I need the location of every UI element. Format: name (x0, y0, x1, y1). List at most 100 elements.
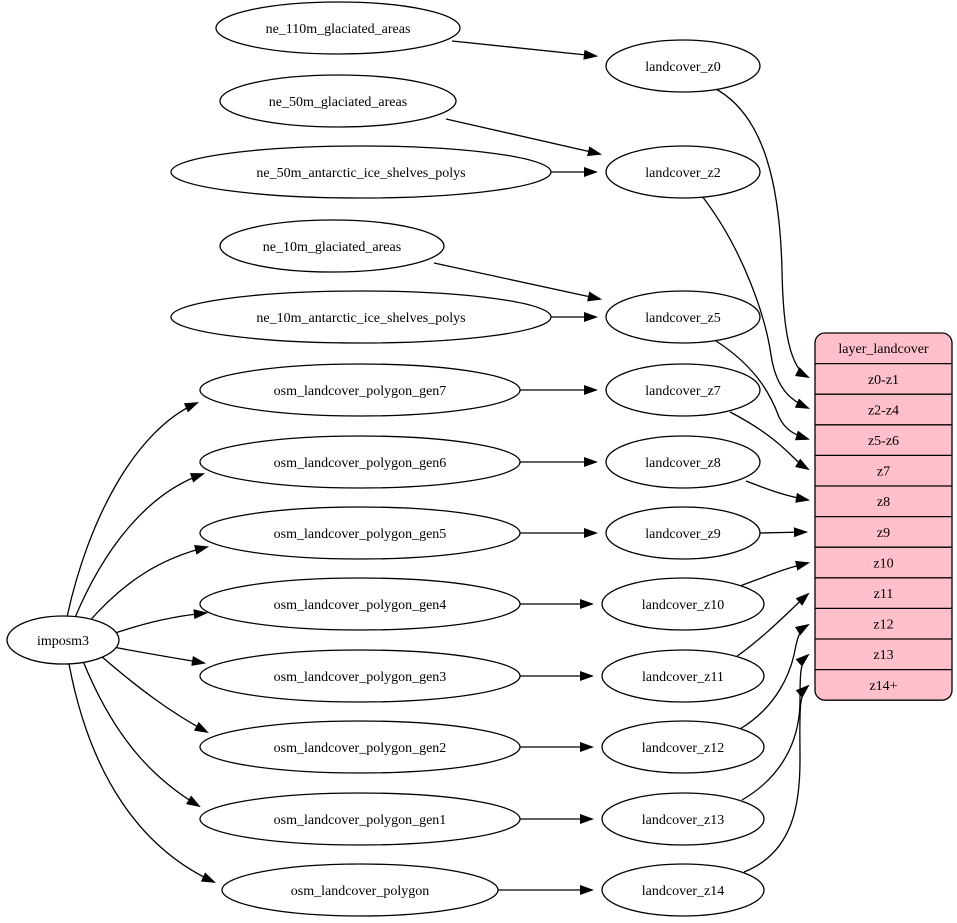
node-label: osm_landcover_polygon (291, 884, 429, 899)
edge-imposm3-to-osm_landcover_polygon_gen4 (111, 609, 209, 635)
node-label: osm_landcover_polygon_gen1 (274, 813, 447, 828)
node-osm_landcover_polygon_gen2: osm_landcover_polygon_gen2 (199, 720, 521, 774)
node-ellipse (605, 39, 761, 93)
edge-landcover_z0-to-layer_landcover-z0-z1 (713, 87, 810, 378)
node-ellipse (199, 506, 521, 560)
edge-landcover_z10-to-layer_landcover-z10 (739, 560, 811, 587)
node-ellipse (601, 649, 765, 703)
node-ellipse (605, 290, 761, 344)
edge-landcover_z11-to-layer_landcover-z11 (735, 592, 810, 658)
table-row-label: z11 (874, 587, 894, 602)
node-ne_10m_antarctic_ice_shelves_polys: ne_10m_antarctic_ice_shelves_polys (170, 290, 552, 344)
node-landcover_z0: landcover_z0 (605, 39, 761, 93)
edge-imposm3-to-osm_landcover_polygon_gen7 (66, 402, 199, 618)
node-ellipse (170, 290, 552, 344)
edge-imposm3-to-osm_landcover_polygon_gen1 (82, 660, 201, 808)
node-landcover_z2: landcover_z2 (605, 145, 761, 199)
node-label: landcover_z14 (642, 884, 724, 899)
node-label: landcover_z5 (645, 311, 720, 326)
node-osm_landcover_polygon_gen3: osm_landcover_polygon_gen3 (199, 649, 521, 703)
node-landcover_z13: landcover_z13 (601, 792, 765, 846)
edge-landcover_z5-to-layer_landcover-z5-z6 (715, 340, 811, 441)
node-ne_10m_glaciated_areas: ne_10m_glaciated_areas (219, 219, 445, 273)
node-ellipse (199, 720, 521, 774)
node-landcover_z10: landcover_z10 (601, 577, 765, 631)
node-label: landcover_z12 (642, 741, 724, 756)
node-landcover_z7: landcover_z7 (605, 363, 761, 417)
edge-imposm3-to-osm_landcover_polygon_gen3 (112, 646, 207, 666)
node-osm_landcover_polygon: osm_landcover_polygon (221, 863, 499, 917)
node-ellipse (601, 792, 765, 846)
edge-imposm3-to-osm_landcover_polygon (68, 663, 216, 883)
table-row-label: z13 (873, 648, 893, 663)
node-ellipse (199, 363, 521, 417)
table-row-label: z9 (877, 526, 890, 541)
table-row-label: z2-z4 (868, 403, 899, 418)
node-label: osm_landcover_polygon_gen5 (274, 527, 447, 542)
node-landcover_z8: landcover_z8 (605, 435, 761, 489)
node-label: ne_50m_glaciated_areas (269, 95, 407, 110)
table-row-label: z7 (877, 465, 890, 480)
node-ellipse (199, 435, 521, 489)
edge-landcover_z12-to-layer_landcover-z12 (739, 623, 810, 730)
edges (66, 40, 811, 896)
table-row-label: z5-z6 (868, 434, 899, 449)
edge-landcover_z8-to-layer_landcover-z8 (745, 480, 811, 503)
node-ellipse (605, 363, 761, 417)
node-ellipse (219, 219, 445, 273)
node-landcover_z12: landcover_z12 (601, 720, 765, 774)
edge-landcover_z9-to-layer_landcover-z9 (759, 527, 809, 538)
table-layer_landcover: layer_landcover z0-z1 z2-z4 z5-z6 z7 z8 z9 z10 z… (814, 332, 953, 701)
table-row-label: z8 (877, 495, 890, 510)
node-ellipse (221, 863, 499, 917)
node-label: osm_landcover_polygon_gen2 (274, 741, 447, 756)
edge-ne_110m_glaciated_areas-to-landcover_z0 (451, 40, 599, 60)
node-ellipse (605, 145, 761, 199)
node-label: landcover_z2 (645, 166, 720, 181)
node-osm_landcover_polygon_gen4: osm_landcover_polygon_gen4 (199, 577, 521, 631)
node-ellipse (601, 863, 765, 917)
node-label: osm_landcover_polygon_gen6 (274, 456, 447, 471)
node-label: landcover_z7 (645, 384, 720, 399)
node-label: osm_landcover_polygon_gen7 (274, 384, 447, 399)
table-row-label: z0-z1 (868, 373, 899, 388)
edge-landcover_z2-to-layer_landcover-z2-z4 (701, 195, 810, 409)
node-label: ne_10m_glaciated_areas (263, 240, 401, 255)
node-ellipse (601, 720, 765, 774)
node-landcover_z11: landcover_z11 (601, 649, 765, 703)
node-osm_landcover_polygon_gen1: osm_landcover_polygon_gen1 (199, 792, 521, 846)
node-ellipse (605, 506, 761, 560)
table-row-label: z14+ (869, 679, 897, 694)
node-label: osm_landcover_polygon_gen3 (274, 670, 447, 685)
node-label: ne_10m_antarctic_ice_shelves_polys (256, 311, 465, 326)
node-imposm3: imposm3 (6, 615, 120, 665)
node-ne_50m_glaciated_areas: ne_50m_glaciated_areas (219, 74, 457, 128)
node-label: landcover_z9 (645, 527, 720, 542)
edge-landcover_z7-to-layer_landcover-z7 (729, 411, 810, 471)
node-ne_110m_glaciated_areas: ne_110m_glaciated_areas (215, 1, 461, 55)
node-ne_50m_antarctic_ice_shelves_polys: ne_50m_antarctic_ice_shelves_polys (170, 145, 552, 199)
node-label: landcover_z10 (642, 598, 724, 613)
table-row-label: z12 (873, 618, 893, 633)
node-ellipse (199, 649, 521, 703)
node-osm_landcover_polygon_gen7: osm_landcover_polygon_gen7 (199, 363, 521, 417)
table-row-label: z10 (873, 556, 893, 571)
node-ellipse (170, 145, 552, 199)
node-label: ne_110m_glaciated_areas (266, 22, 411, 37)
edge-ne_10m_glaciated_areas-to-landcover_z5 (433, 262, 603, 302)
node-label: imposm3 (37, 634, 89, 649)
edge-ne_50m_glaciated_areas-to-landcover_z2 (445, 118, 603, 157)
edge-imposm3-to-osm_landcover_polygon_gen5 (86, 545, 210, 625)
node-label: landcover_z13 (642, 813, 724, 828)
node-osm_landcover_polygon_gen6: osm_landcover_polygon_gen6 (199, 435, 521, 489)
table-title: layer_landcover (838, 342, 929, 357)
node-osm_landcover_polygon_gen5: osm_landcover_polygon_gen5 (199, 506, 521, 560)
edge-imposm3-to-osm_landcover_polygon_gen6 (73, 473, 206, 621)
node-ellipse (605, 435, 761, 489)
node-landcover_z9: landcover_z9 (605, 506, 761, 560)
node-ellipse (219, 74, 457, 128)
edge-imposm3-to-osm_landcover_polygon_gen2 (100, 655, 209, 734)
edge-landcover_z14-to-layer_landcover-z14+ (743, 684, 810, 873)
node-label: landcover_z0 (645, 60, 720, 75)
